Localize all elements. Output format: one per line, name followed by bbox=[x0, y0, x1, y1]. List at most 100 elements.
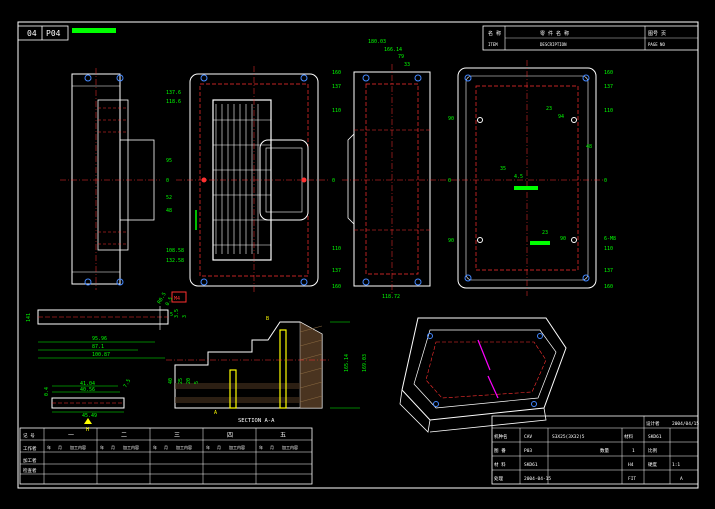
view-side-narrow bbox=[60, 68, 160, 290]
section-a-a bbox=[166, 321, 360, 409]
view1-dim: 52 bbox=[166, 195, 172, 201]
section-caption: SECTION A-A bbox=[238, 418, 275, 424]
view3-callout: 4.5 bbox=[514, 174, 523, 180]
section-dim: 20 bbox=[186, 378, 192, 384]
view-plate-right bbox=[440, 60, 604, 296]
title-cell: SKD61 bbox=[524, 462, 538, 468]
small-part-dim: 0.4 bbox=[44, 387, 50, 396]
view3-left-dim: 90 bbox=[448, 116, 454, 122]
view1-dim: 0 bbox=[166, 178, 169, 184]
view3-left-dim: 90 bbox=[448, 238, 454, 244]
rail-dim: 5 bbox=[170, 312, 173, 318]
section-marker-b: B bbox=[266, 316, 269, 322]
title-cell: 硬度 bbox=[648, 461, 657, 468]
revision-row-label: 检查者 bbox=[23, 467, 37, 474]
revision-subheader: 年 bbox=[206, 444, 210, 450]
section-dim: 40 bbox=[168, 378, 174, 384]
revision-header: 四 bbox=[227, 432, 233, 439]
revision-subheader: 月 bbox=[111, 445, 115, 450]
rail-angle: 0.5 bbox=[165, 296, 175, 307]
revision-header: 一 bbox=[68, 432, 74, 439]
view3-dim: 0 bbox=[604, 178, 607, 184]
title-cell: H4 bbox=[628, 462, 634, 468]
section-dim: 165.14 bbox=[344, 354, 350, 372]
view-plate-middle bbox=[342, 64, 440, 294]
view3-dim: 110 bbox=[604, 246, 613, 252]
sheet-code: 04 bbox=[27, 29, 37, 38]
section-dim: 5 bbox=[194, 381, 200, 384]
view3-callout: 23 bbox=[542, 230, 548, 236]
sheet-part: P04 bbox=[46, 29, 61, 38]
view3-left-dim: 0 bbox=[448, 178, 451, 184]
view2-dim: 160 bbox=[332, 70, 341, 76]
title-header: 2004/04/15 bbox=[672, 421, 699, 427]
revision-subheader: 加工内容 bbox=[282, 444, 298, 450]
small-part-dim: 40.56 bbox=[80, 387, 95, 393]
view3-dim: 160 bbox=[604, 70, 613, 76]
rail-dim: 95.96 bbox=[92, 336, 107, 342]
revision-subheader: 月 bbox=[58, 445, 62, 450]
view1-dim: 137.6 bbox=[166, 90, 181, 96]
title-cell: 1:1 bbox=[672, 462, 680, 468]
title-cell: 2004-04-15 bbox=[524, 476, 551, 482]
revision-table bbox=[19, 427, 313, 485]
revision-subheader: 年 bbox=[259, 444, 263, 450]
revision-header: 五 bbox=[280, 432, 286, 439]
revision-subheader: 年 bbox=[153, 444, 157, 450]
title-header: 设计者 bbox=[646, 420, 660, 427]
title-cell: P03 bbox=[524, 448, 532, 454]
revision-subheader: 月 bbox=[217, 445, 221, 450]
title-cell: 材料 bbox=[624, 433, 633, 440]
rail-dim: 87.1 bbox=[92, 344, 104, 350]
progress-bar bbox=[72, 28, 116, 33]
view1-dim: 48 bbox=[166, 208, 172, 214]
revision-row-label: 加工者 bbox=[23, 457, 37, 464]
revision-subheader: 月 bbox=[164, 445, 168, 450]
view3-callout: 23 bbox=[546, 106, 552, 112]
sheet-code-box: 04 P04 bbox=[17, 25, 116, 41]
title-cell: 材 料 bbox=[494, 461, 506, 468]
revision-subheader: 加工内容 bbox=[229, 444, 245, 450]
view2-dim: 160 bbox=[332, 284, 341, 290]
rail-dim: 100.87 bbox=[92, 352, 110, 358]
revision-subheader: 月 bbox=[270, 445, 274, 450]
revision-subheader: 加工内容 bbox=[176, 444, 192, 450]
title-cell: FIT bbox=[628, 476, 636, 482]
title-cell: 处理 bbox=[494, 475, 503, 482]
strip-name-en: DESCRIPTION bbox=[540, 42, 567, 47]
view2-top-dim: 33 bbox=[404, 62, 410, 68]
title-cell: 机种名 bbox=[494, 433, 508, 440]
view3-callout: 48 bbox=[586, 144, 592, 150]
revision-subheader: 年 bbox=[47, 444, 51, 450]
revision-header: 三 bbox=[174, 432, 180, 439]
view2-bottom-dim: 118.72 bbox=[382, 294, 400, 300]
strip-label-en: ITEM bbox=[488, 42, 498, 47]
view3-dim: 137 bbox=[604, 84, 613, 90]
view1-dim: 108.58 bbox=[166, 248, 184, 254]
view2-top-dim: 79 bbox=[398, 54, 404, 60]
rail-mark: M4 bbox=[174, 296, 180, 302]
view2-dim: 137 bbox=[332, 84, 341, 90]
view2-top-dim: 166.14 bbox=[384, 47, 402, 53]
section-marker-a: A bbox=[214, 410, 217, 416]
view1-dim: 118.6 bbox=[166, 99, 181, 105]
rail-angle: R0.5 bbox=[157, 292, 168, 305]
revision-row-label: 记 号 bbox=[23, 432, 35, 439]
view3-dim: 160 bbox=[604, 284, 613, 290]
title-cell: 数量 bbox=[600, 447, 609, 454]
revision-header: 二 bbox=[121, 432, 127, 439]
view2-top-dim: 180.03 bbox=[368, 39, 386, 45]
title-cell: A bbox=[680, 476, 683, 482]
view3-callout: 94 bbox=[558, 114, 564, 120]
view3-callout: 6-M8 bbox=[604, 236, 616, 242]
title-block bbox=[491, 415, 699, 485]
small-part-dim: 45.49 bbox=[82, 413, 97, 419]
title-cell: 比例 bbox=[648, 447, 657, 454]
isometric-view bbox=[399, 317, 567, 433]
title-cell: 1 bbox=[632, 448, 635, 454]
revision-row-label: 工作者 bbox=[23, 445, 37, 452]
small-part-mark: H bbox=[86, 427, 89, 433]
small-part-dim: 7.5 bbox=[123, 378, 133, 389]
view2-dim: 0 bbox=[332, 178, 335, 184]
